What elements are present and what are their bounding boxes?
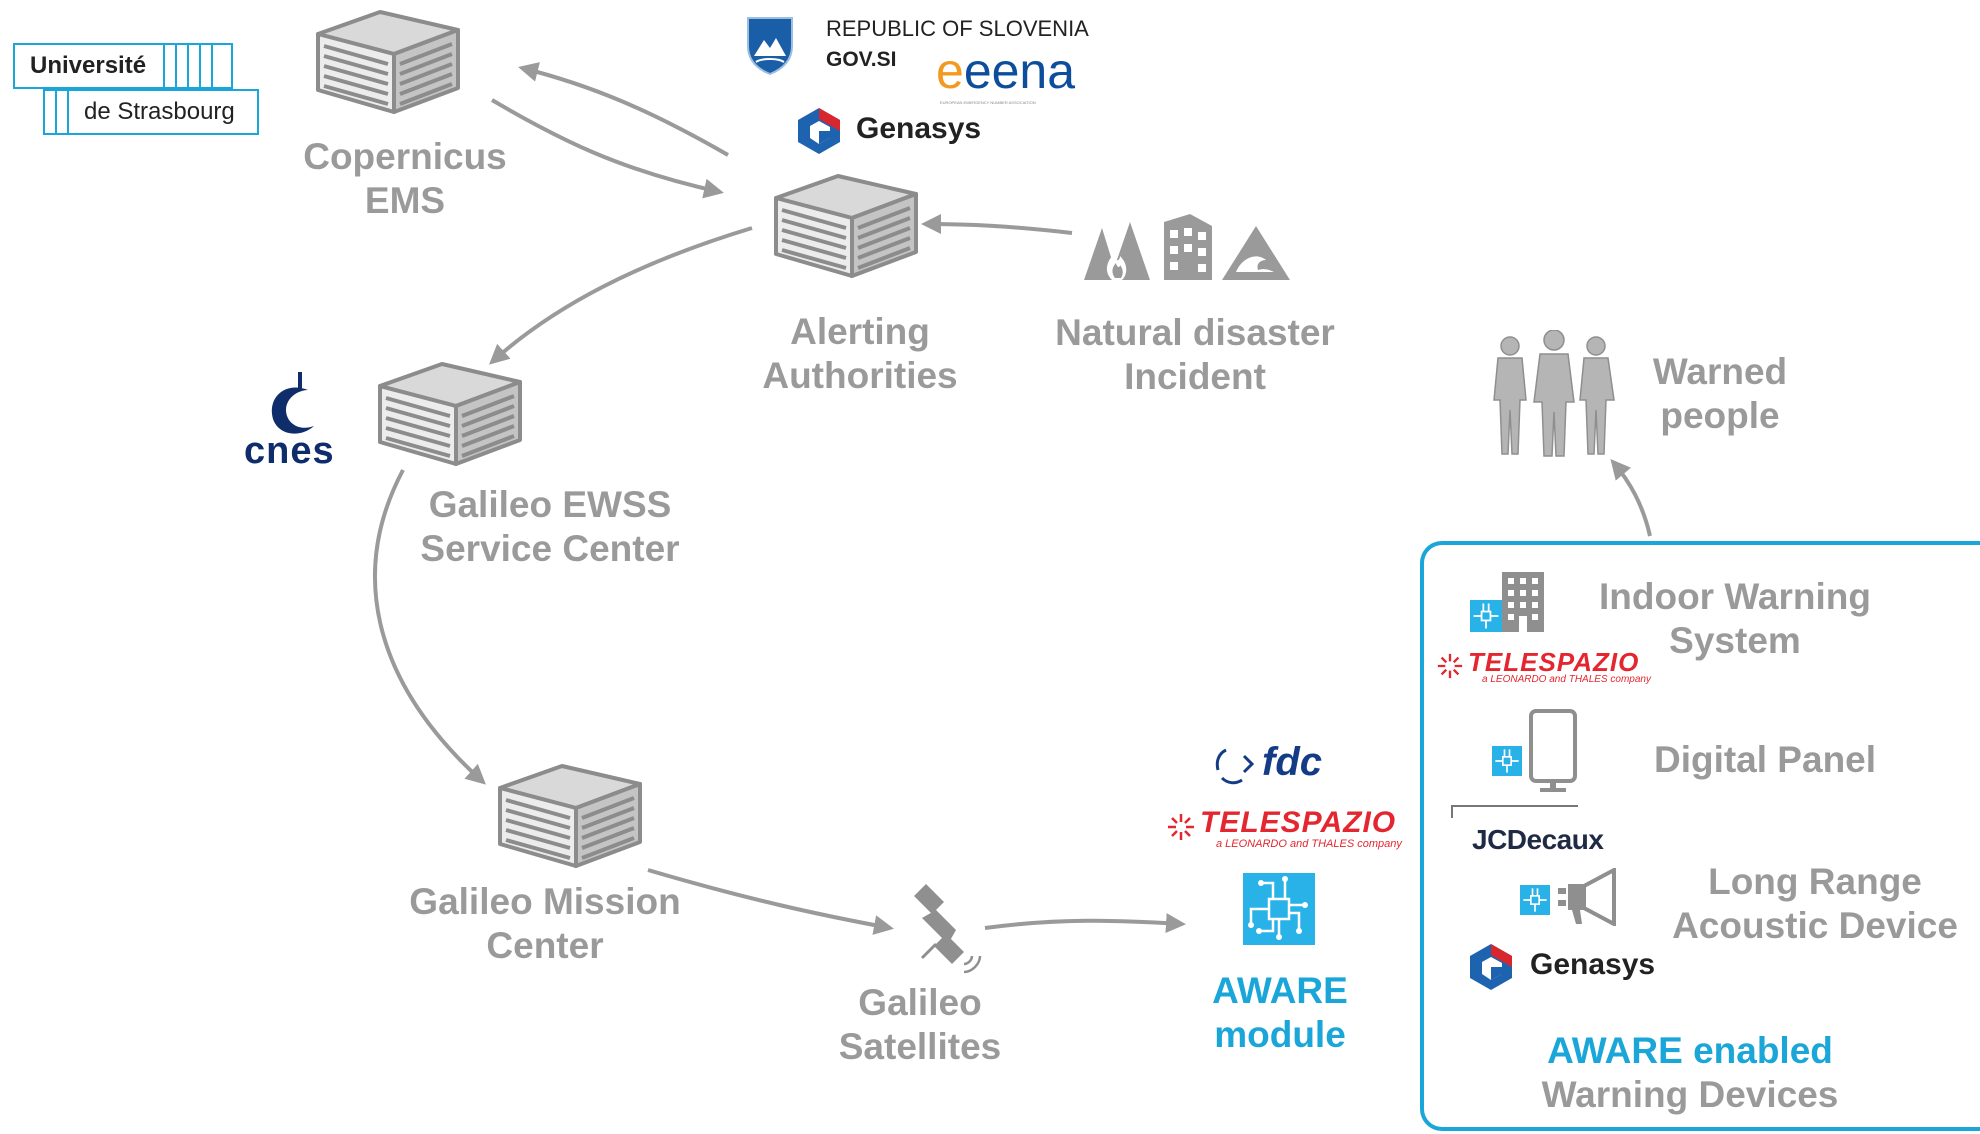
aware-module-chip-icon (1243, 873, 1315, 945)
arrow-satellites-to-aware (984, 913, 1186, 934)
warned-people-icon (1493, 330, 1615, 457)
telespazio-devices-logo-subtitle: a LEONARDO and THALES company (1482, 674, 1651, 685)
strasbourg-logo (13, 43, 259, 135)
panel-chip-icon (1492, 746, 1522, 776)
arrow-alerting-to-ewss (489, 226, 753, 365)
copernicus-building-icon (316, 10, 460, 114)
mission-building-icon (498, 764, 642, 868)
lrad-chip-icon (1520, 885, 1550, 915)
aware-enabled-devices-frame (1420, 541, 1980, 1131)
slovenia-logo-line1: REPUBLIC OF SLOVENIA (826, 16, 1089, 41)
arrow-mission-to-satellites (647, 868, 894, 935)
eena-logo: eeena (936, 43, 1076, 99)
slovenia-logo-line2: GOV.SI (826, 48, 897, 71)
genasys-devices-logo-icon (1470, 944, 1512, 990)
strasbourg-logo-line1: Université (30, 52, 147, 79)
jcdecaux-logo-frame (1451, 805, 1578, 818)
genasys-logo-icon (798, 108, 840, 154)
tsunami-icon (1222, 226, 1290, 280)
loudspeaker-icon (1558, 868, 1616, 926)
telespazio-logo-subtitle: a LEONARDO and THALES company (1216, 838, 1402, 850)
indoor-chip-icon (1470, 600, 1502, 632)
telespazio-devices-logo-text: TELESPAZIO (1468, 647, 1640, 677)
cnes-logo-icon (271, 372, 314, 434)
fdc-logo-text: fdc (1262, 740, 1322, 784)
arrow-disaster-to-alerting (921, 214, 1073, 235)
forest-fire-icon (1084, 222, 1150, 280)
genasys-logo-text: Genasys (856, 112, 982, 145)
genasys-devices-logo-text: Genasys (1530, 948, 1656, 981)
digital-panel-label: Digital Panel (1653, 739, 1877, 780)
fdc-logo-icon (1215, 748, 1255, 785)
cnes-logo-text: cnes (244, 430, 335, 472)
ewss-building-icon (378, 362, 522, 466)
eena-logo-subtitle: EUROPEAN EMERGENCY NUMBER ASSOCIATION (940, 100, 1036, 105)
indoor-building-icon (1502, 572, 1544, 632)
slovenia-coat-of-arms-icon (747, 17, 793, 76)
telespazio-devices-logo-icon (1437, 653, 1463, 679)
eena-logo-text: eena (963, 43, 1076, 99)
strasbourg-logo-line2: de Strasbourg (84, 98, 235, 125)
arrow-ewss-to-mission (373, 469, 486, 785)
collapsed-building-icon (1164, 214, 1212, 280)
arrow-devices-to-people (1610, 458, 1652, 537)
galileo-satellite-icon (914, 884, 982, 974)
arrow-alerting-to-copernicus (518, 62, 729, 157)
digital-panel-icon (1529, 709, 1577, 792)
telespazio-logo-text: TELESPAZIO (1200, 806, 1397, 839)
arrow-copernicus-to-alerting (490, 98, 724, 199)
telespazio-logo-icon (1168, 814, 1194, 840)
jcdecaux-logo-text: JCDecaux (1472, 824, 1604, 855)
alerting-building-icon (774, 174, 918, 278)
